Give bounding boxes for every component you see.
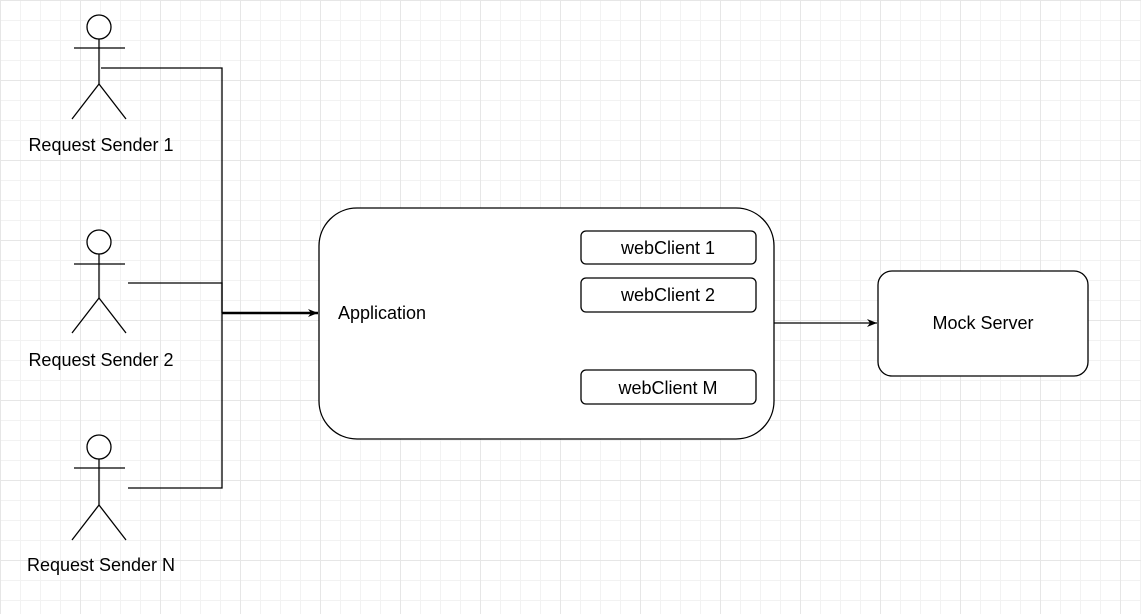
- application-box[interactable]: Application webClient 1 webClient 2 webC…: [318, 207, 775, 440]
- actor-label: Request Sender 2: [28, 350, 173, 370]
- actor-request-sender-1[interactable]: Request Sender 1: [28, 14, 174, 155]
- connector-sender-1[interactable]: [101, 67, 223, 313]
- person-icon: [71, 229, 127, 334]
- webclient-label: webClient 2: [620, 285, 715, 305]
- webclient-label: webClient 1: [620, 238, 715, 258]
- webclient-2-box[interactable]: webClient 2: [580, 277, 757, 313]
- connector-sender-n[interactable]: [128, 313, 223, 489]
- webclient-m-box[interactable]: webClient M: [580, 369, 757, 405]
- mock-server-label: Mock Server: [932, 313, 1033, 333]
- actor-label: Request Sender N: [27, 555, 175, 575]
- person-icon: [71, 434, 127, 541]
- actor-request-sender-2[interactable]: Request Sender 2: [28, 229, 174, 370]
- actor-label: Request Sender 1: [28, 135, 173, 155]
- connector-group: [101, 67, 877, 489]
- connector-sender-2[interactable]: [128, 282, 223, 313]
- person-icon: [71, 14, 127, 120]
- mock-server-box[interactable]: Mock Server: [877, 270, 1089, 377]
- actor-request-sender-n[interactable]: Request Sender N: [27, 434, 175, 575]
- application-label: Application: [338, 303, 426, 323]
- webclient-label: webClient M: [617, 378, 717, 398]
- webclient-1-box[interactable]: webClient 1: [580, 230, 757, 265]
